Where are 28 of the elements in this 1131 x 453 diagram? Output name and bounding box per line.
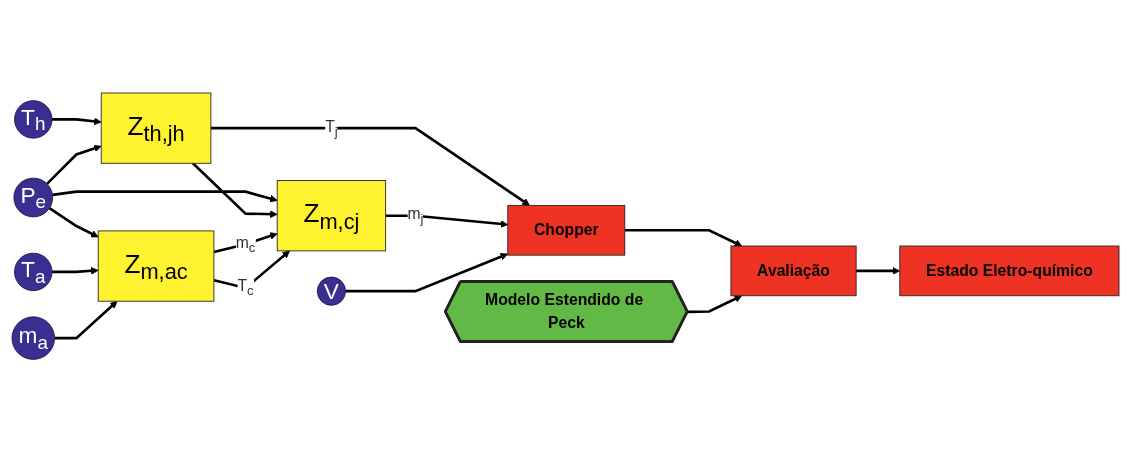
arrow — [345, 253, 509, 293]
edge-label: T$_{c}$ — [237, 277, 254, 299]
arrow — [210, 127, 530, 207]
node-box: Z$_{th,jh}$ — [100, 92, 212, 165]
edge-label: T$_{j}$ — [325, 117, 338, 139]
node-circle: T$_{a}$ — [14, 253, 53, 292]
node-box: Estado Eletro-químico — [899, 245, 1120, 297]
node-box: Z$_{m,ac}$ — [97, 230, 215, 302]
arrow — [385, 214, 509, 229]
arrow — [52, 117, 102, 126]
arrow — [191, 162, 278, 219]
arrow — [856, 267, 901, 276]
arrow — [48, 207, 99, 238]
node-box: Chopper — [507, 205, 626, 256]
node-circle: V — [316, 276, 346, 307]
edge-label: m$_{j}$ — [407, 205, 424, 227]
node-circle: T$_{h}$ — [14, 100, 53, 139]
arrow — [54, 301, 118, 340]
arrow — [46, 145, 102, 186]
arrow — [687, 295, 743, 314]
node-circle: P$_{e}$ — [13, 178, 54, 218]
node-box: Avaliação — [730, 245, 857, 297]
arrow — [52, 190, 278, 203]
arrow — [624, 229, 743, 247]
arrow — [52, 267, 99, 275]
node-box: Z$_{m,cj}$ — [276, 180, 387, 252]
edge-label: m$_{c}$ — [235, 233, 256, 255]
node-circle: m$_{a}$ — [11, 316, 55, 361]
